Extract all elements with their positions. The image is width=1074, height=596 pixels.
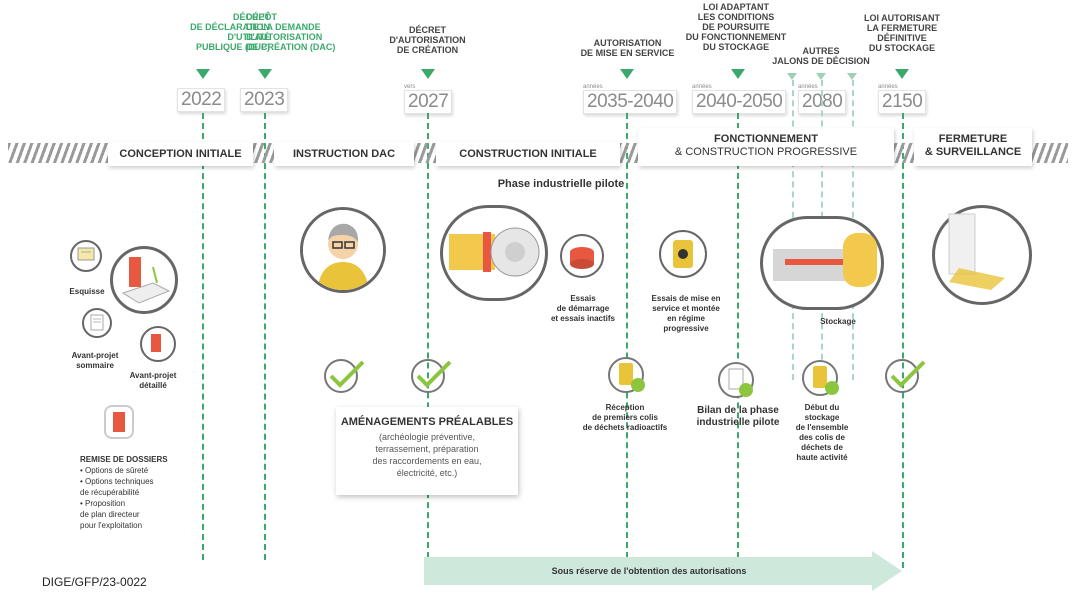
debut-stockage-label: Début du stockage de l'ensemble des coli…: [795, 403, 849, 462]
year-prefix: années: [878, 84, 898, 90]
phase-label: CONSTRUCTION INITIALE: [459, 148, 597, 160]
check-icon: [884, 356, 928, 401]
year-value: 2150: [878, 90, 927, 114]
check-icon: [323, 356, 367, 401]
authorization-arrow: [424, 551, 904, 591]
milestone-dac-marker: [258, 69, 272, 79]
timeline-line-2150: [902, 113, 904, 568]
remise-item: • Proposition de plan directeur pour l'e…: [80, 499, 143, 530]
milestone-fermeture-label: LOI AUTORISANT LA FERMETURE DÉFINITIVE D…: [864, 13, 940, 53]
phase-fermeture: FERMETURE & SURVEILLANCE: [914, 128, 1032, 166]
phase-label: CONCEPTION INITIALE: [119, 148, 242, 160]
stockage-label: Stockage: [820, 317, 856, 326]
timeline-line-2022: [202, 113, 204, 560]
year-prefix: années: [692, 84, 712, 90]
milestone-jalon-marker-1: [787, 73, 797, 80]
year-prefix: vers: [404, 84, 416, 90]
milestone-mise-service-marker: [620, 69, 634, 79]
timeline-line-2023: [264, 113, 266, 560]
avant-projet-detaille-label: Avant-projet détaillé: [129, 371, 177, 390]
remise-title: REMISE DE DOSSIERS: [80, 455, 168, 464]
tunnel-boring-machine-icon: [440, 205, 548, 301]
phase-instruction: INSTRUCTION DAC: [274, 142, 414, 166]
timeline-line-2035: [626, 113, 628, 568]
milestone-autres-jalons-label: AUTRES JALONS DE DÉCISION: [772, 46, 870, 66]
check-icon: [410, 356, 454, 401]
essais-demarrage-icon: [560, 234, 604, 278]
year-value: 2022: [177, 88, 226, 112]
milestone-jalon-marker-2: [816, 73, 826, 80]
bilan-label: Bilan de la phase industrielle pilote: [696, 405, 780, 428]
authorization-arrow-label: Sous réserve de l'obtention des autorisa…: [551, 566, 747, 576]
milestone-loi-adaptant-marker: [731, 69, 745, 79]
remise-item: • Options techniques de récupérabilité: [80, 477, 154, 497]
essais-mise-service-label: Essais de mise en service et montée en r…: [651, 294, 721, 333]
year-value: 2035-2040: [583, 90, 678, 114]
fermeture-site-icon: [932, 205, 1032, 305]
instructor-person-icon: [300, 207, 386, 293]
timeline-line-2027: [427, 113, 429, 568]
avant-projet-sommaire-label: Avant-projet sommaire: [71, 351, 119, 370]
phase-label: FERMETURE: [938, 133, 1008, 145]
phase-conception: CONCEPTION INITIALE: [108, 142, 253, 166]
radioactive-barrel-icon: [659, 230, 707, 278]
avant-projet-detaille-icon: [140, 326, 176, 362]
timeline-line-2040: [737, 113, 739, 568]
stockage-tunnel-icon: [760, 216, 884, 310]
amenagements-card: AMÉNAGEMENTS PRÉALABLES (archéologie pré…: [336, 407, 518, 495]
milestone-mise-service-label: AUTORISATION DE MISE EN SERVICE: [580, 38, 675, 58]
phase-fonctionnement: FONCTIONNEMENT & CONSTRUCTION PROGRESSIV…: [638, 128, 894, 166]
dossier-icon: [104, 405, 134, 439]
amenagements-title: AMÉNAGEMENTS PRÉALABLES: [340, 416, 514, 428]
milestone-jalon-marker-3: [847, 73, 857, 80]
bilan-document-icon: [716, 360, 760, 405]
milestone-dup-marker: [196, 69, 210, 79]
amenagements-body: (archéologie préventive, terrassement, p…: [372, 432, 482, 478]
phase-construction: CONSTRUCTION INITIALE: [436, 142, 620, 166]
milestone-fermeture-marker: [895, 69, 909, 79]
phase-sublabel: & SURVEILLANCE: [924, 146, 1022, 158]
conception-main-icon: [110, 246, 178, 314]
milestone-loi-adaptant-label: LOI ADAPTANT LES CONDITIONS DE POURSUITE…: [685, 2, 787, 52]
reception-label: Réception de premiers colis de déchets r…: [582, 403, 668, 432]
year-value: 2023: [240, 88, 289, 112]
reception-colis-icon: [606, 355, 650, 400]
phase-label: INSTRUCTION DAC: [292, 148, 396, 160]
debut-stockage-icon: [800, 358, 844, 403]
essais-demarrage-label: Essais de démarrage et essais inactifs: [550, 294, 616, 323]
year-prefix: années: [798, 84, 818, 90]
milestone-dac-label: DÉPÔT DE LA DEMANDE D'AUTORISATION DE CR…: [246, 12, 336, 52]
remise-dossiers: REMISE DE DOSSIERS • Options de sûreté •…: [80, 454, 200, 531]
year-box-2150: années 2150: [878, 84, 927, 114]
year-box-2035-2040: années 2035-2040: [583, 84, 678, 114]
pilot-phase-title: Phase industrielle pilote: [497, 178, 625, 190]
esquisse-icon: [70, 240, 102, 272]
year-box-2040-2050: années 2040-2050: [692, 84, 787, 114]
year-box-2022: 2022: [177, 88, 226, 112]
year-value: 2027: [404, 90, 453, 114]
remise-item: • Options de sûreté: [80, 466, 149, 475]
avant-projet-sommaire-icon: [82, 308, 112, 338]
milestone-dup-label: DÉCRET DE DÉCLARATION D'UTILITÉ PUBLIQUE…: [190, 12, 270, 52]
phase-label: FONCTIONNEMENT: [714, 133, 818, 145]
phase-sublabel: & CONSTRUCTION PROGRESSIVE: [674, 146, 858, 158]
document-reference: DIGE/GFP/23-0022: [42, 575, 147, 589]
esquisse-label: Esquisse: [69, 287, 105, 296]
milestone-decret-label: DÉCRET D'AUTORISATION DE CRÉATION: [389, 25, 466, 55]
year-box-2023: 2023: [240, 88, 289, 112]
year-prefix: années: [583, 84, 603, 90]
year-box-2027: vers 2027: [404, 84, 453, 114]
year-value: 2040-2050: [692, 90, 787, 114]
milestone-decret-marker: [421, 69, 435, 79]
